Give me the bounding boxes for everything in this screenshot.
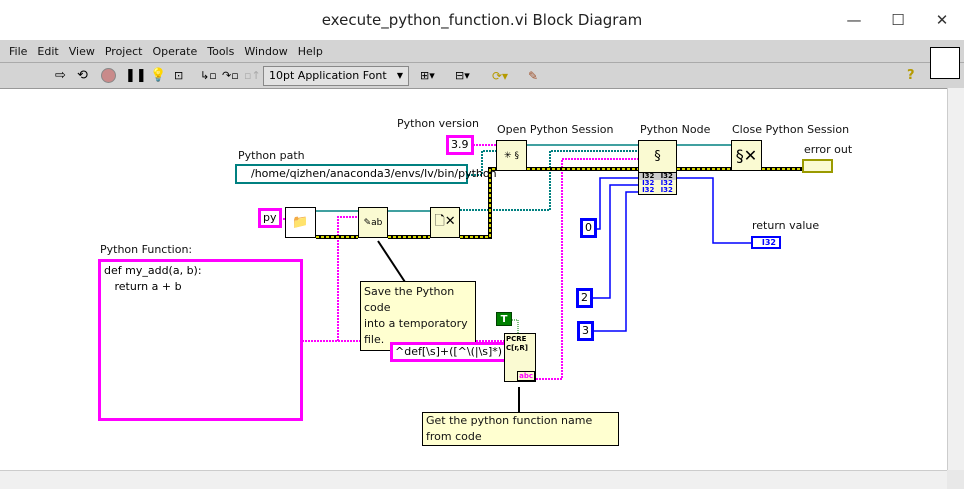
- wires: [277, 144, 802, 413]
- wire-bool: [512, 319, 519, 334]
- python-path-constant[interactable]: /home/qizhen/anaconda3/envs/lv/bin/pytho…: [235, 164, 497, 184]
- comment-line: into a temporatory file.: [364, 317, 468, 346]
- menu-edit[interactable]: Edit: [37, 44, 59, 58]
- delete-file-node[interactable]: 🗋✕: [430, 207, 460, 238]
- python-node[interactable]: §: [638, 140, 677, 173]
- open-python-session-node[interactable]: ✳ §: [496, 140, 527, 171]
- error-out-indicator[interactable]: [802, 159, 833, 173]
- title-bar: execute_python_function.vi Block Diagram…: [0, 0, 964, 40]
- close-x-icon: §✕: [735, 146, 758, 165]
- window-title: execute_python_function.vi Block Diagram: [321, 11, 643, 29]
- numeric-constant-3[interactable]: 3: [577, 321, 594, 341]
- delete-file-icon: 🗋✕: [434, 213, 456, 229]
- open-session-label: Open Python Session: [497, 123, 614, 136]
- cleanup-diagram-icon[interactable]: ✎: [528, 69, 539, 83]
- python-function-constant[interactable]: def my_add(a, b): return a + b: [98, 259, 303, 421]
- true-constant[interactable]: T: [496, 312, 512, 326]
- terminal-param-b-in[interactable]: I32: [642, 186, 655, 194]
- step-out-icon[interactable]: ▫↑: [244, 69, 261, 82]
- align-objects-icon[interactable]: ⊞▾: [420, 69, 435, 82]
- distribute-objects-icon[interactable]: ⊟▾: [455, 69, 470, 82]
- wire-const-3: [590, 191, 638, 332]
- extension-constant[interactable]: py: [258, 208, 282, 228]
- python-version-constant[interactable]: 3.9: [446, 135, 474, 155]
- regex-constant[interactable]: ^def[\s]+([^\(|\s]*): [390, 342, 508, 362]
- vi-icon[interactable]: [930, 47, 960, 79]
- step-over-icon[interactable]: ↷▫: [222, 69, 239, 82]
- python-node-label: Python Node: [640, 123, 711, 136]
- code-line: return a + b: [104, 280, 182, 293]
- vertical-scrollbar[interactable]: [947, 88, 964, 470]
- minimize-button[interactable]: —: [846, 11, 862, 29]
- python-node-terminals: I32 I32 I32 I32 I32 I32: [638, 172, 677, 195]
- maximize-button[interactable]: ☐: [891, 11, 905, 29]
- create-temp-file-node[interactable]: 📁: [285, 207, 316, 238]
- retain-wire-values-icon[interactable]: ⊡: [174, 69, 184, 82]
- menu-bar: File Edit View Project Operate Tools Win…: [0, 40, 964, 62]
- reorder-icon[interactable]: ⟳▾: [492, 69, 509, 83]
- terminal-param-a-out[interactable]: I32: [660, 179, 673, 187]
- python-function-label: Python Function:: [100, 243, 193, 256]
- numeric-constant-2[interactable]: 2: [576, 288, 593, 308]
- terminal-return-type[interactable]: I32: [639, 173, 658, 180]
- python-icon: §: [654, 149, 661, 164]
- code-line: def my_add(a, b):: [104, 264, 202, 277]
- menu-view[interactable]: View: [68, 44, 95, 58]
- comment-save-code: Save the Python code into a temporatory f…: [360, 281, 476, 351]
- close-python-session-node[interactable]: §✕: [731, 140, 762, 171]
- terminal-return-out[interactable]: I32: [657, 173, 676, 180]
- folder-icon: 📁: [292, 215, 309, 230]
- menu-help[interactable]: Help: [297, 44, 323, 58]
- pause-icon[interactable]: ❚❚: [125, 68, 147, 83]
- menu-file[interactable]: File: [9, 44, 28, 58]
- wire-error-inner: [316, 168, 802, 238]
- python-version-label: Python version: [397, 117, 479, 130]
- step-into-icon[interactable]: ↳▫: [200, 69, 217, 82]
- wire-code: [302, 216, 358, 342]
- scroll-corner: [947, 470, 964, 489]
- terminal-param-b-out[interactable]: I32: [660, 186, 673, 194]
- comment-arrow-save: [377, 240, 406, 283]
- wire-python-path: [468, 150, 496, 176]
- numeric-constant-0[interactable]: 0: [580, 218, 597, 238]
- wire-func-name: [536, 158, 638, 380]
- wire-return: [677, 177, 751, 244]
- python-path-label: Python path: [238, 149, 305, 162]
- abort-icon[interactable]: [101, 68, 116, 83]
- pcre-submatch-label: C[r,R]: [506, 344, 529, 352]
- menu-project[interactable]: Project: [104, 44, 143, 58]
- return-value-indicator[interactable]: I32: [751, 236, 781, 249]
- wire-const-2: [589, 184, 638, 299]
- close-session-label: Close Python Session: [732, 123, 850, 136]
- python-icon: ✳ §: [504, 150, 519, 161]
- match-regex-node[interactable]: PCRE C[r,R] abc: [504, 333, 536, 382]
- menu-window[interactable]: Window: [244, 44, 288, 58]
- horizontal-scrollbar[interactable]: [0, 470, 947, 489]
- close-button[interactable]: ✕: [935, 11, 949, 29]
- font-value: 10pt Application Font: [269, 69, 387, 82]
- write-text-file-node[interactable]: ✎ab: [358, 207, 388, 238]
- menu-operate[interactable]: Operate: [152, 44, 198, 58]
- toolbar: ⇨ ⟲ ❚❚ 💡 ⊡ ↳▫ ↷▫ ▫↑ 10pt Application Fon…: [0, 62, 964, 88]
- write-file-icon: ✎ab: [363, 217, 383, 228]
- run-icon[interactable]: ⇨: [55, 68, 66, 83]
- menu-tools[interactable]: Tools: [207, 44, 235, 58]
- font-dropdown[interactable]: 10pt Application Font ▼: [263, 66, 409, 86]
- error-out-label: error out: [804, 143, 853, 156]
- pcre-label: PCRE: [506, 335, 527, 343]
- run-continuously-icon[interactable]: ⟲: [77, 68, 88, 83]
- comment-regex: Get the python function name from code: [422, 412, 619, 446]
- help-icon[interactable]: ?: [907, 68, 915, 83]
- comment-line: Save the Python code: [364, 285, 455, 314]
- return-value-label: return value: [752, 219, 820, 232]
- chevron-down-icon: ▼: [396, 71, 403, 80]
- pcre-output-terminal[interactable]: abc: [517, 371, 535, 381]
- terminal-param-a-in[interactable]: I32: [642, 179, 655, 187]
- highlight-execution-icon[interactable]: 💡: [150, 68, 167, 83]
- wire-file-path: [460, 150, 638, 211]
